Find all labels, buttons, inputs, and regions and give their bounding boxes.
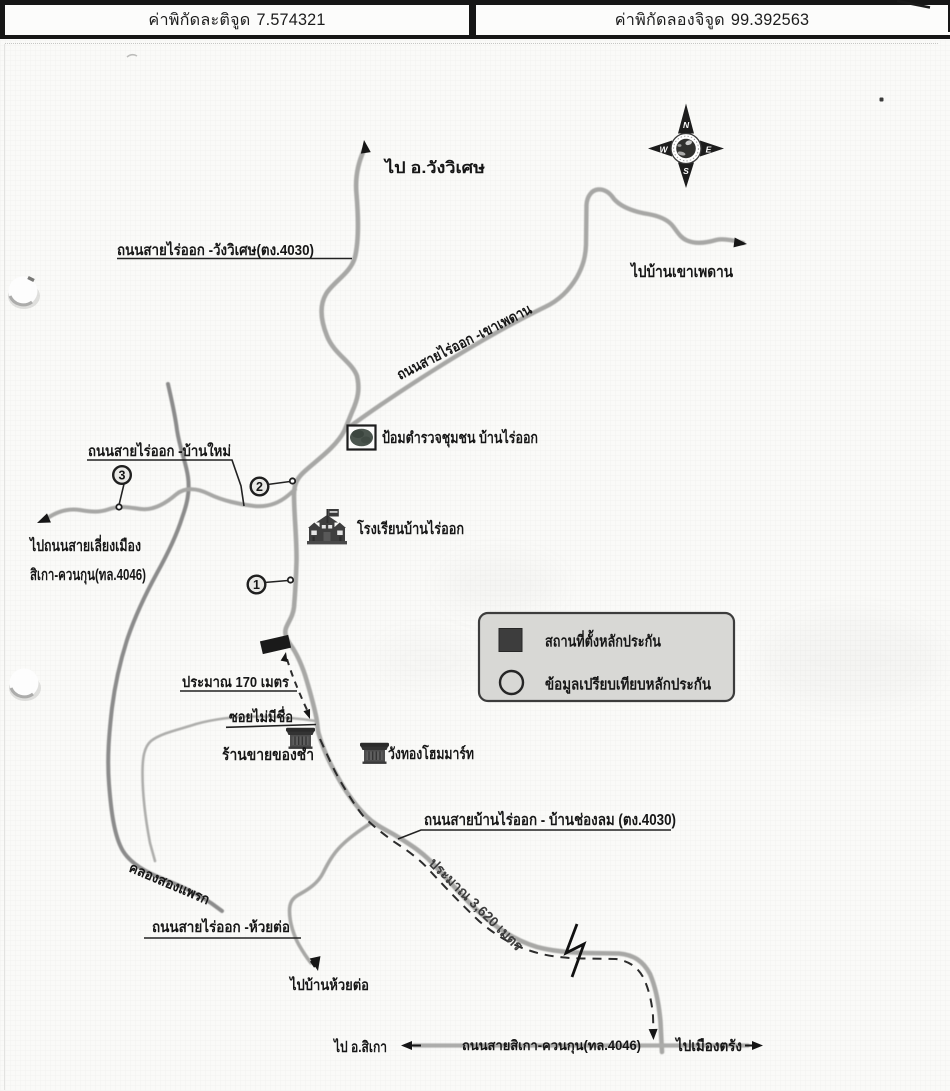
marker-2: 2	[249, 476, 297, 497]
label-school: โรงเรียนบ้านไร่ออก	[356, 519, 464, 538]
label-police-box: ป้อมตำรวจชุมชน บ้านไร่ออก	[382, 428, 538, 448]
compass-e-label: E	[706, 144, 712, 154]
leader-lines	[87, 257, 671, 939]
wangthong-shop-icon	[360, 742, 389, 764]
compass-rose-icon: N S W E	[648, 103, 724, 188]
label-grocery: ร้านขายของชำ	[222, 746, 314, 764]
marker-1-dot	[286, 576, 295, 584]
collateral-site-marker	[259, 634, 292, 655]
arrow-north-wangwiset	[360, 140, 371, 154]
school-icon	[307, 509, 347, 545]
punch-hole-bottom	[9, 668, 41, 701]
legend-comparison-label: ข้อมูลเปรียบเทียบหลักประกัน	[545, 676, 711, 696]
huaito-arrow-tail	[310, 960, 316, 968]
label-dest-sikao: ไป อ.สิเกา	[332, 1037, 387, 1056]
road-raiok-banmai	[44, 487, 297, 521]
dashed-lines	[286, 658, 655, 1034]
map-labels: ไป อ.วังวิเศษ ไปบ้านเขาเพดาน ถนนสายไร่ออ…	[28, 158, 742, 1056]
legend-box: สถานที่ตั้งหลักประกัน ข้อมูลเปรียบเทียบห…	[477, 611, 736, 703]
longitude-label: ค่าพิกัดลองจิจูด	[614, 11, 725, 29]
scan-shade-blob	[375, 635, 485, 685]
label-road-khaophadan: ถนนสายไร่ออก -เขาเพดาน	[394, 300, 535, 384]
underline-leader-chonglom	[397, 829, 671, 840]
label-distance-3620m: ประมาณ 3,620 เมตร	[426, 855, 527, 954]
arrow-east-khaophadan	[733, 237, 747, 248]
label-dest-khaophadan: ไปบ้านเขาเพดาน	[629, 262, 733, 281]
latitude-cell: ค่าพิกัดละติจูด 7.574321	[5, 6, 469, 34]
latitude-label: ค่าพิกัดละติจูด	[148, 11, 251, 29]
paper-top-edge	[5, 43, 938, 44]
numbered-markers: 2 1 3	[111, 465, 297, 595]
arrow-southwest-bypass	[37, 513, 51, 523]
label-road-4030: ถนนสายไร่ออก -วังวิเศษ(ตง.4030)	[117, 240, 314, 259]
canal-khlong-song-phraek	[106, 382, 224, 913]
compass-w-label: W	[659, 144, 668, 154]
longitude-value: 99.392563	[730, 10, 810, 29]
label-bypass-line2: สิเกา-ควนกุน(ทล.4046)	[30, 566, 146, 585]
legend-circle-symbol	[498, 669, 525, 696]
label-road-bottom: ถนนสายสิเกา-ควนกุน(ทล.4046)	[462, 1038, 641, 1054]
arrow-measure-bottom	[303, 708, 311, 719]
underline-leader-banmai	[87, 459, 245, 507]
marker-3-number: 3	[119, 469, 126, 483]
arrow-dashed-end	[648, 1028, 658, 1040]
latitude-value: 7.574321	[256, 10, 326, 29]
scan-shade-blob	[440, 557, 560, 613]
label-road-banmai: ถนนสายไร่ออก -บ้านใหม่	[88, 441, 231, 460]
leader-marker-1	[264, 579, 289, 584]
marker-3: 3	[111, 465, 132, 511]
marker-1-number: 1	[253, 578, 260, 592]
road-network	[44, 147, 751, 1055]
road-raiok-khaophadan	[342, 187, 746, 433]
compass-n-label: N	[683, 120, 690, 130]
legend-square-symbol	[498, 628, 523, 652]
marker-2-number: 2	[256, 480, 263, 494]
ink-dot-artifact	[879, 97, 884, 102]
paper-left-edge	[4, 44, 5, 1090]
road-main-north-south	[283, 147, 665, 1055]
longitude-cell: ค่าพิกัดลองจิจูด 99.392563	[476, 6, 948, 34]
label-bypass-line1: ไปถนนสายเลี่ยงเมือง	[28, 534, 141, 555]
label-dest-wangwiset: ไป อ.วังวิเศษ	[383, 158, 486, 177]
marker-3-dot	[115, 503, 123, 511]
pen-stroke-artifact	[896, 0, 931, 9]
coordinate-header: ค่าพิกัดละติจูด 7.574321 ค่าพิกัดลองจิจู…	[0, 0, 950, 40]
dashed-route-3620m	[319, 738, 655, 1034]
arrow-south-huaito	[309, 956, 321, 971]
leader-marker-2	[267, 480, 291, 486]
scan-shade-blob	[760, 615, 940, 705]
arrowheads	[37, 140, 763, 1050]
header-divider	[469, 0, 476, 39]
header-right-border	[947, 0, 950, 32]
scan-artifacts	[8, 0, 940, 705]
road-soi-no-name	[141, 715, 318, 863]
label-road-huaito: ถนนสายไร่ออก -ห้วยต่อ	[152, 917, 290, 936]
marker-2-dot	[288, 477, 297, 485]
label-distance-170m: ประมาณ 170 เมตร	[182, 675, 289, 691]
label-soi-no-name: ซอยไม่มีชื่อ	[229, 706, 293, 726]
grocery-shop-icon	[286, 727, 315, 749]
label-dest-huaito: ไปบ้านห้วยต่อ	[288, 975, 369, 994]
legend-collateral-label: สถานที่ตั้งหลักประกัน	[545, 630, 661, 651]
label-road-chonglom: ถนนสายบ้านไร่ออก - บ้านช่องลม (ตง.4030)	[424, 810, 676, 829]
road-raiok-huaito	[287, 821, 373, 965]
marker-1: 1	[246, 574, 295, 595]
label-canal: คลองสองแพรก	[127, 859, 212, 907]
label-wangthong: วังทองโฮมมาร์ท	[388, 744, 474, 763]
label-dest-trang: ไปเมืองตรัง	[674, 1036, 742, 1055]
compass-s-label: S	[683, 166, 689, 176]
punch-hole-top	[8, 275, 40, 309]
police-box-icon	[346, 424, 377, 451]
header-left-border	[0, 0, 5, 39]
arrow-measure-top	[280, 652, 288, 663]
underline-leader-soi	[225, 723, 317, 729]
road-break-symbol	[563, 923, 587, 978]
leader-marker-3	[118, 483, 125, 506]
smudge-artifact	[126, 53, 138, 58]
dashed-measure-170m	[286, 658, 310, 714]
